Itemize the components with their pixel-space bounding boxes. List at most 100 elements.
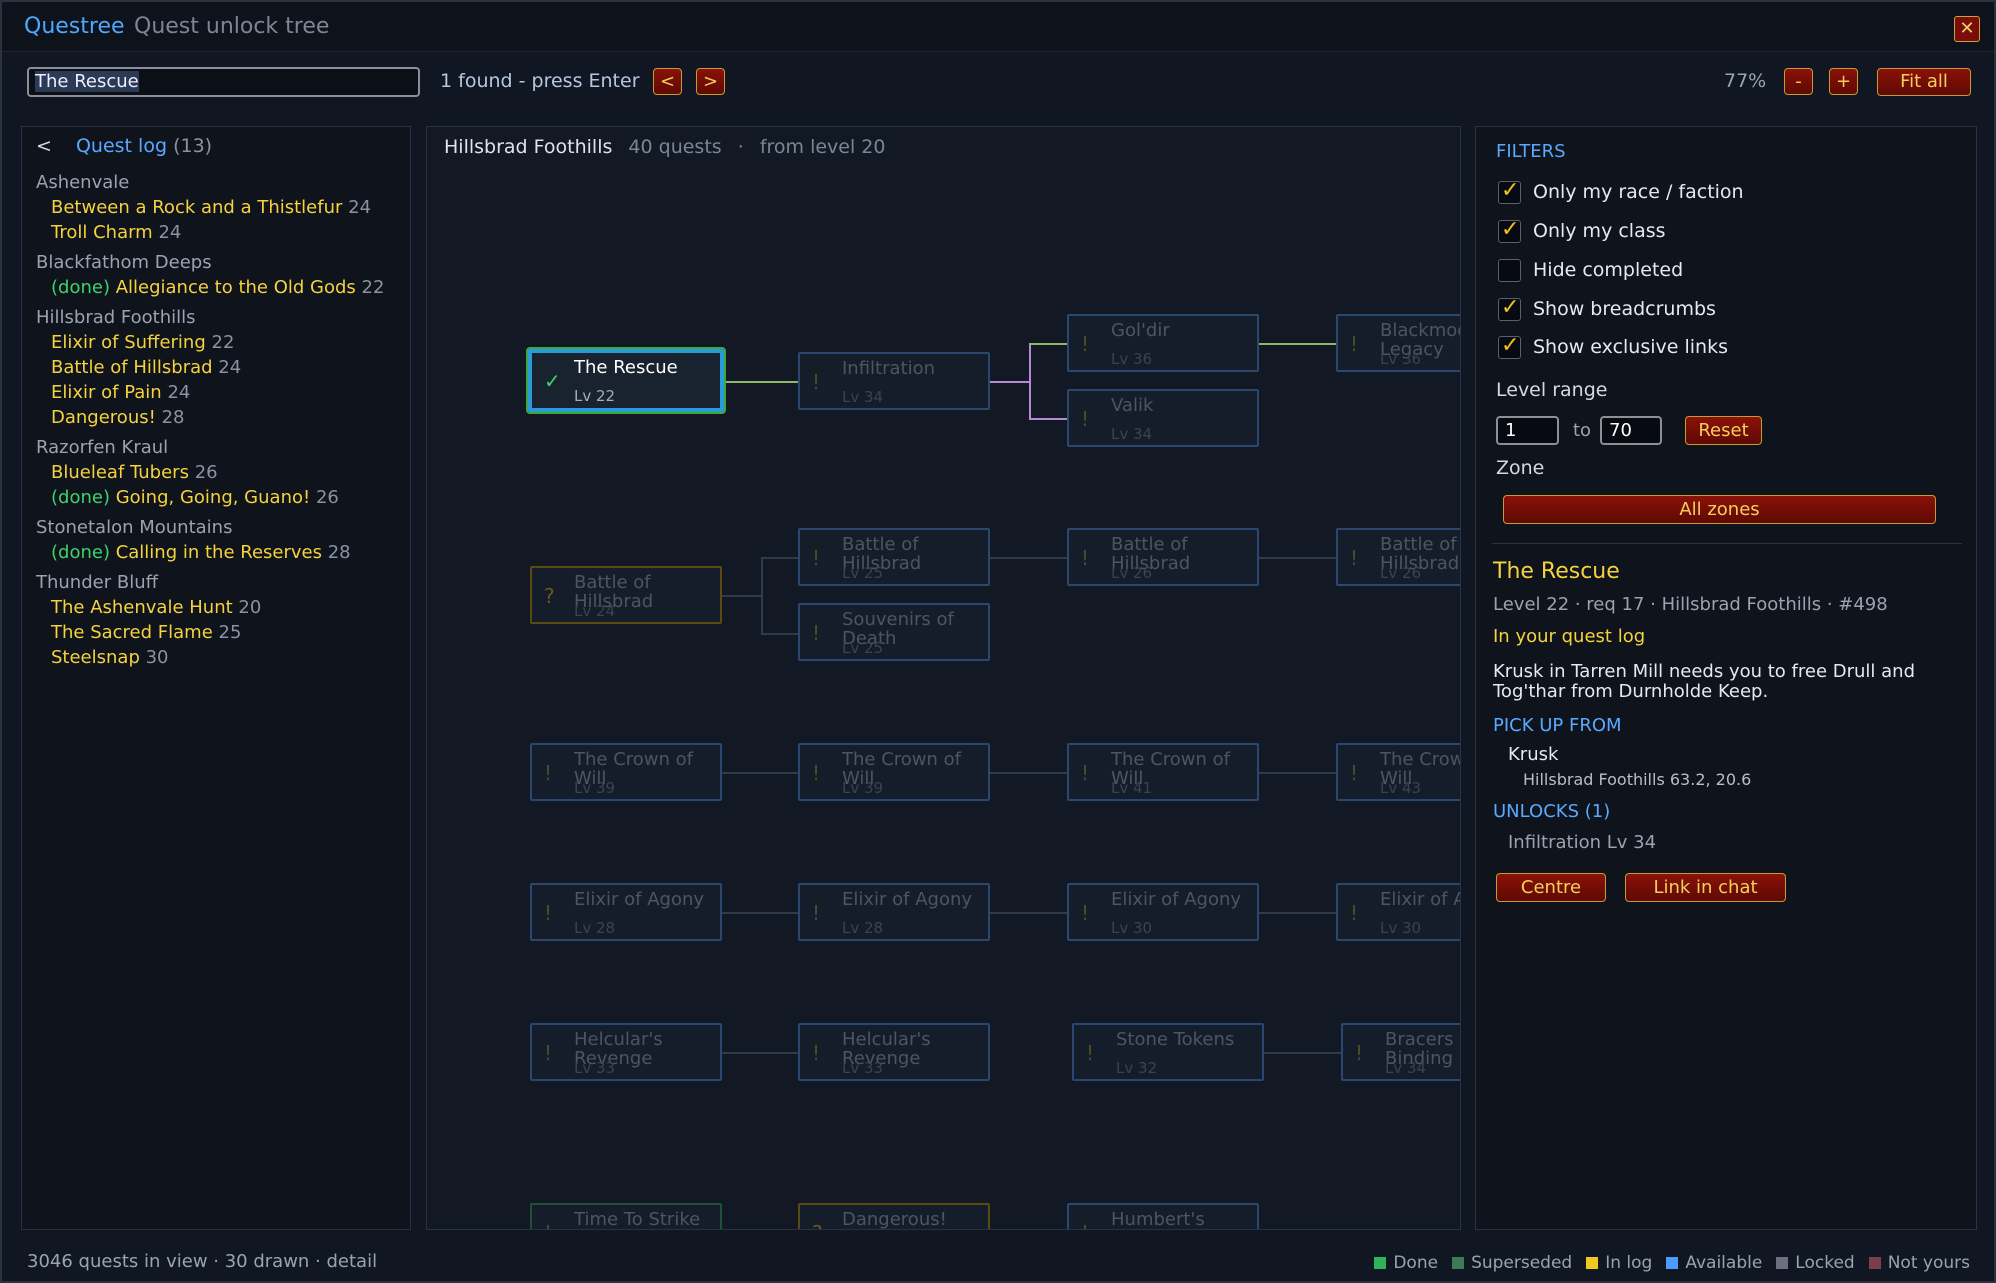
- quest-log-item[interactable]: Elixir of Suffering 22: [36, 330, 406, 355]
- quest-log-item[interactable]: (done) Calling in the Reserves 28: [36, 540, 406, 565]
- quest-log-item[interactable]: (done) Allegiance to the Old Gods 22: [36, 275, 406, 300]
- unlock-item[interactable]: Infiltration Lv 34: [1508, 832, 1657, 853]
- filter-checkbox[interactable]: [1498, 333, 1521, 359]
- window-title: Questree: [24, 14, 125, 39]
- filter-checkbox[interactable]: [1498, 295, 1521, 321]
- filter-option[interactable]: Only my race / faction: [1498, 178, 1744, 204]
- filter-checkbox[interactable]: [1498, 217, 1521, 243]
- quest-log-zone: Thunder Bluff: [36, 572, 159, 593]
- quest-log-zone: Hillsbrad Foothills: [36, 307, 196, 328]
- level-min-input[interactable]: 1: [1496, 416, 1559, 445]
- unlocks-title: UNLOCKS (1): [1493, 801, 1611, 822]
- quest-node-level: Lv 28: [574, 919, 616, 937]
- filter-option[interactable]: Hide completed: [1498, 259, 1683, 282]
- tree-edge: [1029, 418, 1067, 420]
- quest-log-item[interactable]: Blueleaf Tubers 26: [36, 460, 406, 485]
- legend-label: Not yours: [1887, 1253, 1970, 1273]
- map-quest-count: 40 quests: [628, 136, 722, 158]
- quest-node-name: The Crown of Will: [1380, 749, 1460, 789]
- level-max-input[interactable]: 70: [1600, 416, 1662, 445]
- quest-log-zone: Razorfen Kraul: [36, 437, 169, 458]
- centre-button[interactable]: Centre: [1496, 873, 1606, 902]
- quest-node[interactable]: ?Dangerous!: [798, 1203, 990, 1230]
- tree-edge: [721, 381, 798, 383]
- quest-log-item[interactable]: Steelsnap 30: [36, 645, 406, 670]
- quest-log-item[interactable]: Troll Charm 24: [36, 220, 406, 245]
- quest-level: 26: [194, 462, 218, 483]
- quest-log-item[interactable]: The Ashenvale Hunt 20: [36, 595, 406, 620]
- reset-button[interactable]: Reset: [1685, 416, 1762, 445]
- legend-swatch: [1586, 1257, 1599, 1269]
- zone-dropdown[interactable]: All zones: [1503, 495, 1936, 524]
- filter-option[interactable]: Show exclusive links: [1498, 333, 1728, 359]
- fit-all-button[interactable]: Fit all: [1877, 68, 1971, 96]
- quest-level: 28: [327, 542, 351, 563]
- quest-node-name: Elixir of Agony: [1111, 889, 1242, 910]
- quest-detail-description: Krusk in Tarren Mill needs you to free D…: [1493, 661, 1915, 702]
- quest-log-item[interactable]: Dangerous! 28: [36, 405, 406, 430]
- legend-label: Done: [1393, 1253, 1439, 1273]
- search-input[interactable]: The Rescue: [27, 67, 420, 97]
- zoom-out-button[interactable]: -: [1784, 68, 1813, 95]
- exclamation-icon: !: [1081, 546, 1090, 570]
- quest-name: Steelsnap: [51, 647, 140, 668]
- quest-name: Elixir of Pain: [51, 382, 162, 403]
- exclamation-icon: !: [544, 1041, 553, 1065]
- quest-log-title[interactable]: Quest log: [75, 135, 168, 157]
- collapse-panel-button[interactable]: <: [36, 135, 52, 157]
- quest-node[interactable]: !Humbert's: [1067, 1203, 1259, 1229]
- prev-result-button[interactable]: <: [653, 68, 682, 95]
- filter-option[interactable]: Show breadcrumbs: [1498, 295, 1716, 321]
- quest-node-name: Dangerous!: [842, 1209, 947, 1230]
- close-button[interactable]: ✕: [1954, 16, 1980, 42]
- quest-node-level: Lv 34: [842, 388, 884, 406]
- legend-swatch: [1452, 1257, 1465, 1269]
- exclamation-icon: !: [1350, 761, 1359, 785]
- quest-log-zone: Blackfathom Deeps: [36, 252, 212, 273]
- quest-log-item[interactable]: Elixir of Pain 24: [36, 380, 406, 405]
- link-in-chat-button[interactable]: Link in chat: [1625, 873, 1786, 902]
- filter-checkbox[interactable]: [1498, 178, 1521, 204]
- quest-name: Battle of Hillsbrad: [51, 357, 213, 378]
- quest-node-name: The Crown of Will: [574, 749, 693, 789]
- divider: [1492, 543, 1962, 544]
- filter-option[interactable]: Only my class: [1498, 217, 1666, 243]
- quest-giver[interactable]: Krusk: [1508, 744, 1559, 765]
- quest-node-level: Lv 22: [574, 387, 616, 405]
- quest-level: 24: [167, 382, 191, 403]
- quest-log-item[interactable]: Battle of Hillsbrad 24: [36, 355, 406, 380]
- next-result-button[interactable]: >: [696, 68, 725, 95]
- quest-node[interactable]: !Time To Strike: [530, 1203, 722, 1229]
- legend-item: Done: [1374, 1253, 1438, 1273]
- zoom-in-button[interactable]: +: [1829, 68, 1858, 95]
- quest-node-name: The Rescue: [574, 357, 678, 378]
- quest-done-label: (done): [51, 542, 110, 563]
- quest-log-item[interactable]: Between a Rock and a Thistlefur 24: [36, 195, 406, 220]
- quest-log-item[interactable]: The Sacred Flame 25: [36, 620, 406, 645]
- filter-checkbox[interactable]: [1498, 259, 1521, 282]
- quest-log-item[interactable]: (done) Going, Going, Guano! 26: [36, 485, 406, 510]
